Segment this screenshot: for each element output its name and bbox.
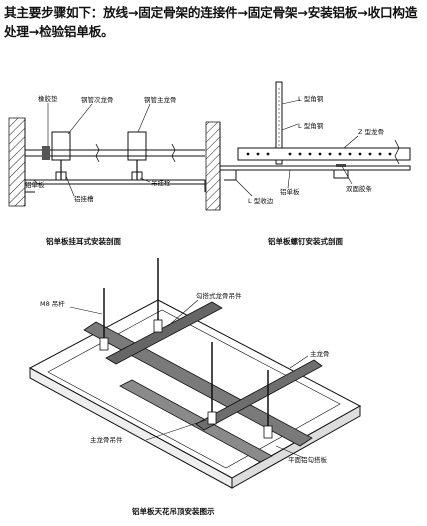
label-hook-hanger: 勾搭式龙骨吊件 bbox=[196, 291, 242, 300]
label-m8-rod: M8 吊杆 bbox=[40, 299, 65, 308]
cross-keel-bar-1 bbox=[105, 301, 223, 365]
aluminum-panel-section bbox=[24, 179, 206, 185]
caption-screw-section: 铝单板螺钉安装式剖面 bbox=[268, 236, 343, 246]
cross-keel-bar-2 bbox=[195, 359, 323, 431]
rubber-pad bbox=[42, 146, 50, 160]
label-double-tape: 双面胶条 bbox=[346, 184, 373, 193]
label-z-keel: Z 型龙骨 bbox=[358, 127, 384, 136]
label-aluminum-panel-2: 铝单板 bbox=[280, 187, 300, 196]
label-flat-sheet: 平面铝勾搭板 bbox=[288, 455, 328, 464]
z-keel bbox=[237, 147, 411, 161]
main-keel-bar-2 bbox=[119, 379, 273, 463]
label-main-keel-hanger: 主龙骨吊件 bbox=[90, 435, 123, 444]
label-rubber-pad: 橡胶垫 bbox=[38, 94, 58, 103]
label-steel-main-keel: 钢管主龙骨 bbox=[144, 95, 177, 104]
l-angle-vertical bbox=[275, 81, 283, 165]
label-main-keel: 主龙骨 bbox=[310, 349, 330, 358]
figure-ceiling-installation: M8 吊杆 勾搭式龙骨吊件 主龙骨 主龙骨吊件 平面铝勾搭板 铝单板天花吊顶安装… bbox=[28, 258, 362, 516]
caption-hook-ear-section: 铝单板挂耳式安装剖面 bbox=[46, 236, 121, 246]
double-sided-tape bbox=[336, 164, 346, 167]
label-l-edge: L 型收边 bbox=[248, 196, 274, 205]
wall-hatch bbox=[8, 117, 26, 207]
label-steel-secondary-keel: 钢管次龙骨 bbox=[81, 95, 114, 104]
label-aluminum-panel: 铝单板 bbox=[25, 180, 45, 189]
caption-ceiling-installation: 铝单板天花吊顶安装图示 bbox=[132, 506, 215, 516]
label-hanger-bolt: 吊挂栓 bbox=[151, 178, 171, 187]
wall-hatch-2 bbox=[205, 121, 221, 211]
label-hook: 铝挂槽 bbox=[74, 194, 94, 203]
label-l-angle-mid: L 型角钢 bbox=[298, 121, 324, 130]
figure-hook-ear-section: 橡胶垫 钢管次龙骨 钢管主龙骨 铝单板 吊挂栓 铝挂槽 铝单板挂耳式安装剖面 bbox=[8, 94, 206, 246]
label-l-angle-top: L 型角钢 bbox=[298, 94, 324, 103]
aluminum-panel-section-2 bbox=[219, 165, 411, 171]
intro-text: 其主要步骤如下：放线→固定骨架的连接件→固定骨架→安装铝板→收口构造处理→检验铝… bbox=[4, 5, 418, 39]
figure-screw-section: L 型角钢 L 型角钢 Z 型龙骨 铝单板 双面胶条 L 型收边 铝单板螺钉安装… bbox=[205, 81, 411, 246]
